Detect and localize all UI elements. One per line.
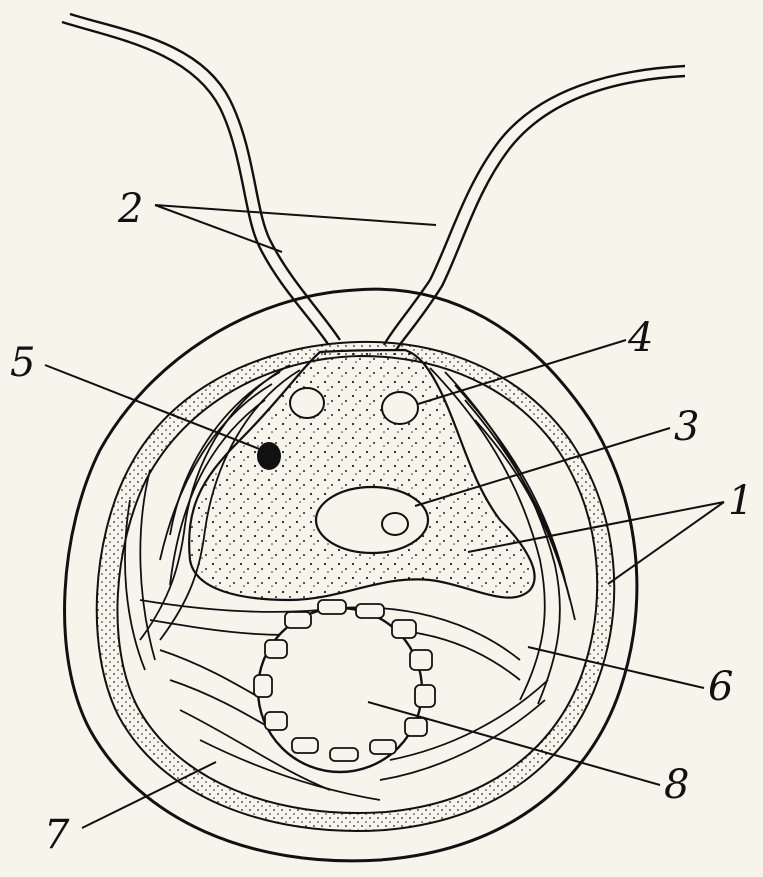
vacuole-right [382,392,418,424]
flagellum-right-inner [396,76,685,350]
flagellum-right [384,66,685,345]
nucleolus [382,513,408,535]
label-5: 5 [10,340,35,386]
leader-2b [155,205,436,225]
flagellum-left-inner [62,22,328,344]
label-1: 1 [728,478,753,524]
vacuole-left [290,388,324,418]
label-8: 8 [664,762,689,808]
flagella [62,14,685,350]
label-7: 7 [44,812,70,858]
label-4: 4 [627,315,653,361]
label-3: 3 [674,404,699,450]
label-6: 6 [708,664,733,710]
label-2: 2 [117,186,143,232]
leader-7 [82,762,216,828]
flagellum-left [70,14,340,340]
nucleus [316,487,428,553]
eyespot [257,442,281,470]
